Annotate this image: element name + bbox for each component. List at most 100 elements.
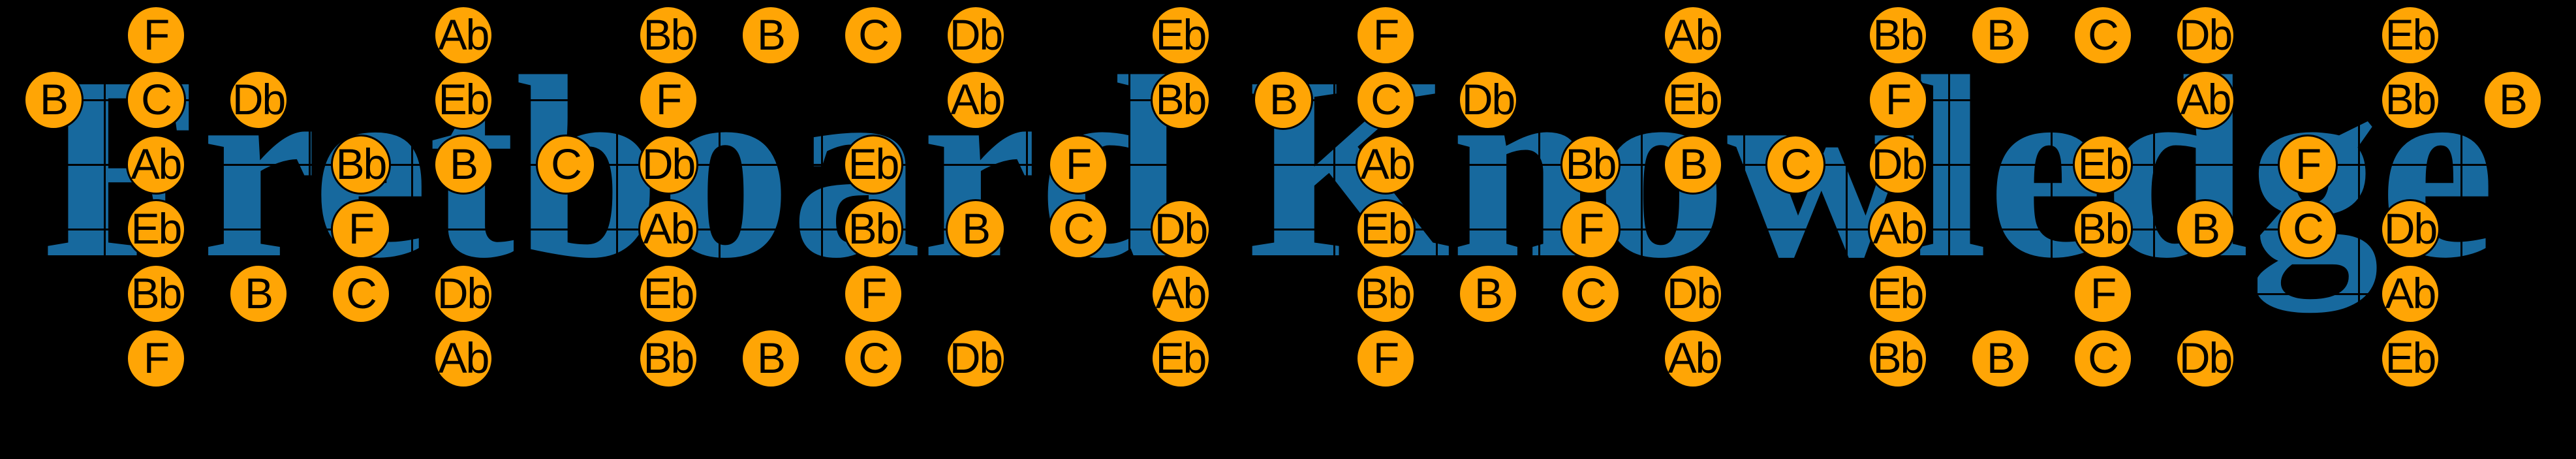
note-circle-s4-f20: Bb <box>2073 199 2133 259</box>
fret-wire-23 <box>2358 34 2360 360</box>
note-label: B <box>449 140 478 188</box>
note-circle-s2-f1: C <box>126 70 186 130</box>
note-label: C <box>1780 140 1812 188</box>
note-label: F <box>2090 269 2117 317</box>
note-circle-s1-f9: Db <box>946 5 1006 65</box>
note-label: Eb <box>2077 140 2130 188</box>
note-circle-s5-f4: Db <box>433 264 493 324</box>
note-circle-s6-f1: F <box>126 328 186 388</box>
note-label: Db <box>2179 10 2233 59</box>
note-circle-s1-f20: C <box>2073 5 2133 65</box>
note-circle-s6-f13: F <box>1356 328 1416 388</box>
note-circle-s5-f2: B <box>228 264 288 324</box>
string-line-3 <box>22 163 2544 166</box>
note-label: Db <box>1666 269 1720 317</box>
note-label: Db <box>949 334 1003 382</box>
fret-wire-17 <box>1743 34 1745 360</box>
note-label: C <box>1371 75 1402 123</box>
note-label: Eb <box>2385 10 2437 59</box>
note-circle-s6-f19: B <box>1970 328 2030 388</box>
note-label: Bb <box>131 269 183 317</box>
fret-wire-3 <box>309 34 311 360</box>
note-label: C <box>1575 269 1607 317</box>
fret-wire-15 <box>1538 34 1540 360</box>
note-circle-s3-f8: Eb <box>843 135 903 195</box>
note-circle-s3-f5: C <box>536 135 596 195</box>
note-label: Bb <box>1872 10 1925 59</box>
note-label: C <box>2088 334 2119 382</box>
note-circle-s5-f13: Bb <box>1356 264 1416 324</box>
note-circle-s6-f4: Ab <box>433 328 493 388</box>
note-circle-s4-f6: Ab <box>638 199 698 259</box>
note-label: F <box>1065 140 1092 188</box>
note-circle-s2-f18: F <box>1868 70 1928 130</box>
note-label: C <box>858 10 890 59</box>
note-circle-s2-f24: B <box>2483 70 2543 130</box>
note-label: F <box>1885 75 1912 123</box>
note-circle-s2-f9: Ab <box>946 70 1006 130</box>
fret-wire-9 <box>923 34 925 360</box>
note-label: Eb <box>1155 10 1207 59</box>
note-circle-s5-f1: Bb <box>126 264 186 324</box>
note-label: C <box>2088 10 2119 59</box>
fret-wire-12 <box>1231 34 1233 360</box>
note-circle-s3-f4: B <box>433 135 493 195</box>
note-circle-s2-f21: Ab <box>2175 70 2235 130</box>
fret-wire-22 <box>2256 34 2258 360</box>
note-circle-s2-f2: Db <box>228 70 288 130</box>
note-circle-s1-f19: B <box>1970 5 2030 65</box>
note-label: C <box>551 140 582 188</box>
note-label: Ab <box>1155 269 1207 317</box>
note-circle-s1-f18: Bb <box>1868 5 1928 65</box>
note-label: C <box>346 269 377 317</box>
note-circle-s2-f13: C <box>1356 70 1416 130</box>
note-label: B <box>756 334 786 382</box>
note-label: B <box>1986 334 2015 382</box>
note-label: Eb <box>643 269 695 317</box>
note-circle-s4-f1: Eb <box>126 199 186 259</box>
note-circle-s6-f21: Db <box>2175 328 2235 388</box>
note-circle-s4-f23: Db <box>2380 199 2440 259</box>
note-circle-s2-f0: B <box>23 70 84 130</box>
note-circle-s3-f17: C <box>1765 135 1825 195</box>
note-label: Db <box>1461 75 1515 123</box>
note-label: B <box>756 10 786 59</box>
note-circle-s4-f15: F <box>1560 199 1621 259</box>
note-label: Bb <box>2077 204 2130 253</box>
note-label: B <box>244 269 273 317</box>
note-circle-s2-f6: F <box>638 70 698 130</box>
note-label: Ab <box>2180 75 2232 123</box>
note-label: Ab <box>438 334 490 382</box>
note-label: Bb <box>335 140 388 188</box>
note-circle-s4-f18: Ab <box>1868 199 1928 259</box>
note-circle-s5-f16: Db <box>1663 264 1723 324</box>
note-circle-s2-f23: Bb <box>2380 70 2440 130</box>
note-circle-s4-f10: C <box>1048 199 1108 259</box>
note-circle-s4-f21: B <box>2175 199 2235 259</box>
note-label: Eb <box>1155 334 1207 382</box>
note-label: Bb <box>643 334 695 382</box>
note-circle-s6-f11: Eb <box>1151 328 1211 388</box>
note-label: Db <box>1154 204 1208 253</box>
string-line-6 <box>22 357 2544 360</box>
note-label: Eb <box>131 204 183 253</box>
fret-wire-6 <box>616 34 618 360</box>
note-label: F <box>860 269 887 317</box>
note-circle-s3-f16: B <box>1663 135 1723 195</box>
note-circle-s5-f23: Ab <box>2380 264 2440 324</box>
note-circle-s4-f9: B <box>946 199 1006 259</box>
note-label: B <box>1679 140 1708 188</box>
note-circle-s6-f6: Bb <box>638 328 698 388</box>
string-line-5 <box>22 293 2544 295</box>
note-label: B <box>39 75 69 123</box>
note-label: F <box>655 75 682 123</box>
note-label: F <box>143 334 170 382</box>
note-label: B <box>2191 204 2220 253</box>
fret-wire-1 <box>104 34 106 360</box>
note-label: C <box>1063 204 1094 253</box>
fret-wire-16 <box>1641 34 1643 360</box>
note-label: Db <box>437 269 491 317</box>
note-circle-s3-f22: F <box>2278 135 2338 195</box>
note-circle-s6-f9: Db <box>946 328 1006 388</box>
note-circle-s3-f10: F <box>1048 135 1108 195</box>
